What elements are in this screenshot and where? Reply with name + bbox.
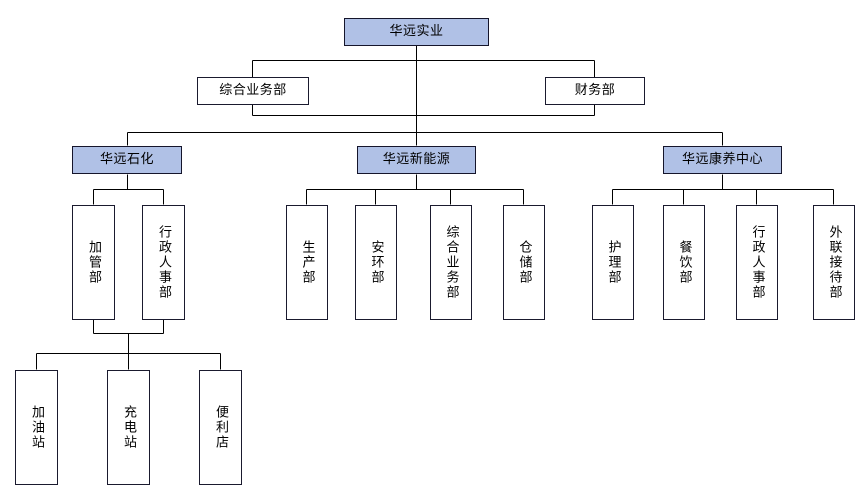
node-staff-finance[interactable]: 财务部 [545, 77, 645, 105]
node-label: 行政人事部 [156, 225, 171, 300]
node-label: 综合业务部 [219, 83, 287, 99]
node-dept-admin-hr-petro[interactable]: 行政人事部 [142, 205, 185, 320]
node-label: 加油站 [29, 405, 44, 450]
node-label: 华远新能源 [382, 152, 451, 168]
node-division-petrochemical[interactable]: 华远石化 [72, 146, 182, 174]
node-dept-admin-hr-health[interactable]: 行政人事部 [736, 205, 778, 320]
node-label: 加管部 [86, 240, 101, 285]
node-label: 护理部 [605, 240, 621, 285]
node-staff-general-business[interactable]: 综合业务部 [197, 77, 309, 105]
node-label: 华远实业 [389, 24, 444, 40]
node-label: 行政人事部 [749, 225, 765, 300]
node-label: 华远石化 [99, 152, 154, 168]
node-label: 充电站 [121, 405, 136, 450]
node-label: 餐饮部 [676, 240, 692, 285]
node-label: 财务部 [574, 83, 616, 99]
node-dept-fuel-management[interactable]: 加管部 [72, 205, 115, 320]
node-dept-catering[interactable]: 餐饮部 [663, 205, 705, 320]
node-root-huayuan-industry[interactable]: 华远实业 [344, 18, 489, 46]
node-label: 安环部 [368, 240, 384, 285]
node-label: 生产部 [299, 240, 315, 285]
node-dept-external-liaison[interactable]: 外联接待部 [813, 205, 855, 320]
node-site-convenience-store[interactable]: 便利店 [199, 370, 242, 485]
node-dept-warehousing[interactable]: 仓储部 [503, 205, 545, 320]
node-site-gas-station[interactable]: 加油站 [15, 370, 58, 485]
node-label: 综合业务部 [443, 225, 459, 300]
node-dept-safety-environment[interactable]: 安环部 [355, 205, 397, 320]
node-label: 外联接待部 [826, 225, 842, 300]
node-label: 仓储部 [516, 240, 532, 285]
node-label: 便利店 [213, 405, 228, 450]
node-dept-general-business-ne[interactable]: 综合业务部 [430, 205, 472, 320]
node-label: 华远康养中心 [681, 152, 763, 168]
node-site-charging-station[interactable]: 充电站 [107, 370, 150, 485]
node-dept-nursing[interactable]: 护理部 [592, 205, 634, 320]
node-division-new-energy[interactable]: 华远新能源 [357, 146, 476, 174]
node-division-health-center[interactable]: 华远康养中心 [663, 146, 782, 174]
node-dept-production[interactable]: 生产部 [286, 205, 328, 320]
